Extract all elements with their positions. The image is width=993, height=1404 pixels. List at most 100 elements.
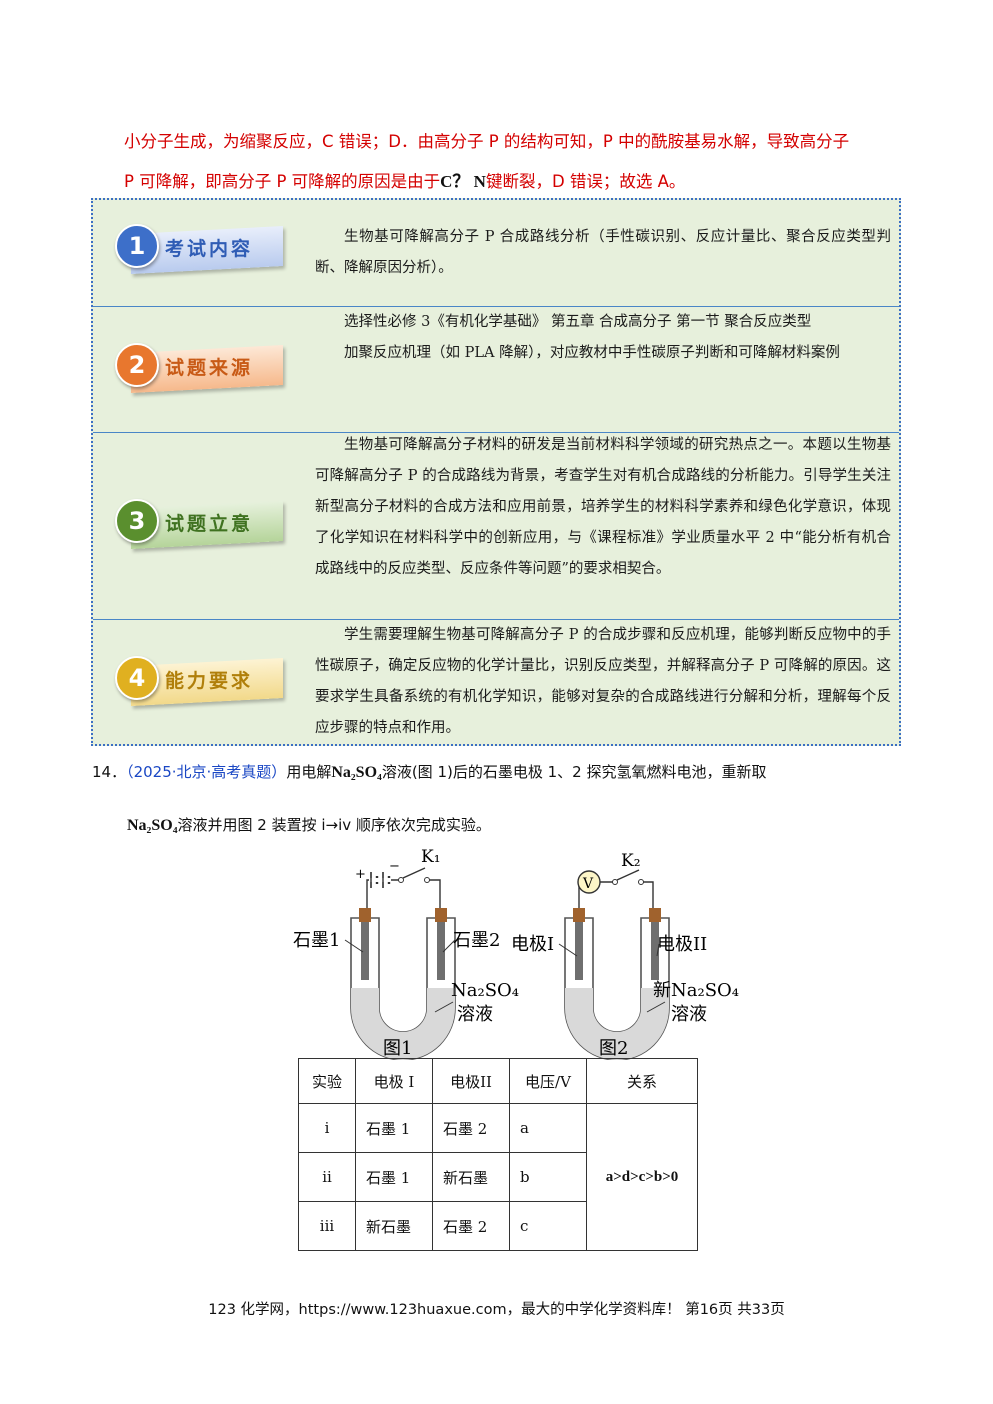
leader-line (656, 943, 660, 957)
switch-contact (424, 877, 430, 883)
question-text: 用电解 (286, 763, 332, 781)
table-cell: i (298, 1103, 356, 1153)
section-text: 生物基可降解高分子 P 合成路线分析（手性碳识别、反应计量比、聚合反应类型判断、… (315, 229, 891, 276)
leader-line (434, 1001, 454, 1013)
table-cell: a (509, 1103, 587, 1153)
stopper (649, 908, 661, 922)
section-exam-content: 1 考试内容 生物基可降解高分子 P 合成路线分析（手性碳识别、反应计量比、聚合… (93, 200, 899, 307)
badge-label: 考试内容 (165, 238, 254, 260)
table-header-row: 实验 电极 I 电极II 电压/V 关系 (298, 1058, 698, 1104)
switch-lever[interactable] (616, 869, 640, 881)
badge-source: 2 试题来源 (115, 343, 283, 395)
figure-1-caption: 图1 (383, 1038, 412, 1059)
section-text: 选择性必修 3《有机化学基础》 第五章 合成高分子 第一节 聚合反应类型 加聚反… (315, 307, 891, 369)
table-cell: 石墨 1 (355, 1103, 433, 1153)
figure-2-caption: 图2 (599, 1038, 628, 1059)
table-row: i 石墨 1 石墨 2 a a>d>c>b>0 (298, 1103, 698, 1251)
table-cell: 新石墨 (432, 1152, 510, 1202)
table-header-cell: 电极II (432, 1058, 510, 1104)
solution (351, 988, 455, 1060)
electrode-ii (651, 922, 659, 980)
label-solution-formula: Na₂SO₄ (451, 980, 519, 1001)
formula-na2so4: Na₂SO₄ (127, 817, 178, 834)
question-stem-line-2: Na₂SO₄溶液并用图 2 装置按 i→iv 顺序依次完成实验。 (127, 814, 491, 835)
figure-2: V K₂ 电极I 电极II 新Na₂SO₄ 溶液 图2 (511, 851, 739, 1060)
battery-gap (369, 878, 391, 882)
stopper (573, 908, 585, 922)
table-cell: 石墨 1 (355, 1152, 433, 1202)
answer-line-2: P 可降解，即高分子 P 可降解的原因是由于C？ N键断裂，D 错误；故选 A。 (124, 167, 894, 192)
badge-label: 能力要求 (165, 670, 254, 692)
bond-formula: C？ N (440, 172, 486, 191)
question-text: 溶液(图 1)后的石墨电极 1、2 探究氢氧燃料电池，重新取 (381, 763, 767, 781)
solution (565, 988, 669, 1060)
table-cell: b (509, 1152, 587, 1202)
table-header-cell: 关系 (586, 1058, 698, 1104)
badge-exam-content: 1 考试内容 (115, 224, 283, 276)
badge-label: 试题来源 (165, 357, 254, 379)
badge-number: 1 (115, 224, 159, 268)
table-cell: c (509, 1201, 587, 1251)
plus-sign: + (355, 867, 366, 882)
switch-contact (612, 879, 618, 885)
table-cell: iii (298, 1201, 356, 1251)
section-source: 2 试题来源 选择性必修 3《有机化学基础》 第五章 合成高分子 第一节 聚合反… (93, 307, 899, 433)
question-source-link[interactable]: （2025·北京·高考真题） (126, 763, 287, 781)
leader-line (442, 939, 456, 953)
badge-number: 2 (115, 343, 159, 387)
label-graphite-2: 石墨2 (453, 930, 500, 951)
voltmeter-icon (577, 870, 601, 894)
section-para: 选择性必修 3《有机化学基础》 第五章 合成高分子 第一节 聚合反应类型 (344, 314, 812, 330)
switch-contact (398, 877, 404, 883)
table-header-cell: 电压/V (509, 1058, 587, 1104)
leader-line (558, 943, 578, 957)
graphite-electrode-1 (361, 922, 369, 980)
voltmeter-label: V (582, 876, 594, 892)
leader-line (344, 939, 364, 953)
table-header-cell: 电极 I (355, 1058, 433, 1104)
badge-intent: 3 试题立意 (115, 499, 283, 551)
section-text: 生物基可降解高分子材料的研发是当前材料科学领域的研究热点之一。本题以生物基可降解… (315, 437, 891, 577)
badge-number: 4 (115, 656, 159, 700)
switch-label: K₁ (421, 848, 441, 867)
stopper (435, 908, 447, 922)
switch-lever[interactable] (402, 867, 426, 879)
graphite-electrode-2 (437, 922, 445, 980)
table-cell: 石墨 2 (432, 1201, 510, 1251)
answer-line-2-post: 键断裂，D 错误；故选 A。 (485, 172, 686, 191)
section-text: 学生需要理解生物基可降解高分子 P 的合成步骤和反应机理，能够判断反应物中的手性… (315, 627, 891, 736)
label-solution: 溶液 (671, 1004, 707, 1025)
question-text: 溶液并用图 2 装置按 i→iv 顺序依次完成实验。 (177, 816, 491, 834)
table-header-cell: 实验 (298, 1058, 356, 1104)
table-cell: 石墨 2 (432, 1103, 510, 1153)
label-electrode-i: 电极I (511, 934, 554, 955)
badge-label: 试题立意 (165, 513, 254, 535)
stopper (359, 908, 371, 922)
minus-sign: − (389, 859, 400, 874)
question-stem-line-1: 14．（2025·北京·高考真题）用电解Na₂SO₄溶液(图 1)后的石墨电极 … (92, 761, 766, 782)
switch-contact (638, 879, 644, 885)
relation-cell: a>d>c>b>0 (586, 1103, 698, 1251)
table-row: ii 石墨 1 新石墨 b (298, 1152, 698, 1202)
figure-1: + − K₁ 石墨1 石墨2 Na₂SO₄ 溶液 图1 (293, 848, 519, 1060)
analysis-box: 1 考试内容 生物基可降解高分子 P 合成路线分析（手性碳识别、反应计量比、聚合… (91, 198, 901, 746)
answer-line-2-pre: P 可降解，即高分子 P 可降解的原因是由于 (124, 172, 441, 191)
question-number: 14． (92, 763, 127, 781)
table-cell: 新石墨 (355, 1201, 433, 1251)
label-solution-formula: 新Na₂SO₄ (653, 980, 739, 1001)
section-para: 加聚反应机理（如 PLA 降解），对应教材中手性碳原子判断和可降解材料案例 (344, 345, 840, 361)
badge-number: 3 (115, 499, 159, 543)
switch-label: K₂ (621, 851, 641, 871)
leader-line (646, 1001, 666, 1013)
table-row: iii 新石墨 石墨 2 c (298, 1201, 698, 1251)
section-intent: 3 试题立意 生物基可降解高分子材料的研发是当前材料科学领域的研究热点之一。本题… (93, 433, 899, 620)
experiment-table: 实验 电极 I 电极II 电压/V 关系 i 石墨 1 石墨 2 a a>d>c… (298, 1058, 698, 1251)
page-footer: 123 化学网，https://www.123huaxue.com，最大的中学化… (208, 1302, 785, 1318)
table-cell: ii (298, 1152, 356, 1202)
section-ability: 4 能力要求 学生需要理解生物基可降解高分子 P 的合成步骤和反应机理，能够判断… (93, 620, 899, 746)
badge-ability: 4 能力要求 (115, 656, 283, 708)
label-graphite-1: 石墨1 (293, 930, 340, 951)
electrolysis-apparatus-figure: + − K₁ 石墨1 石墨2 Na₂SO₄ 溶液 图1 V K₂ (293, 848, 739, 1060)
label-electrode-ii: 电极II (657, 934, 707, 955)
electrode-i (575, 922, 583, 980)
